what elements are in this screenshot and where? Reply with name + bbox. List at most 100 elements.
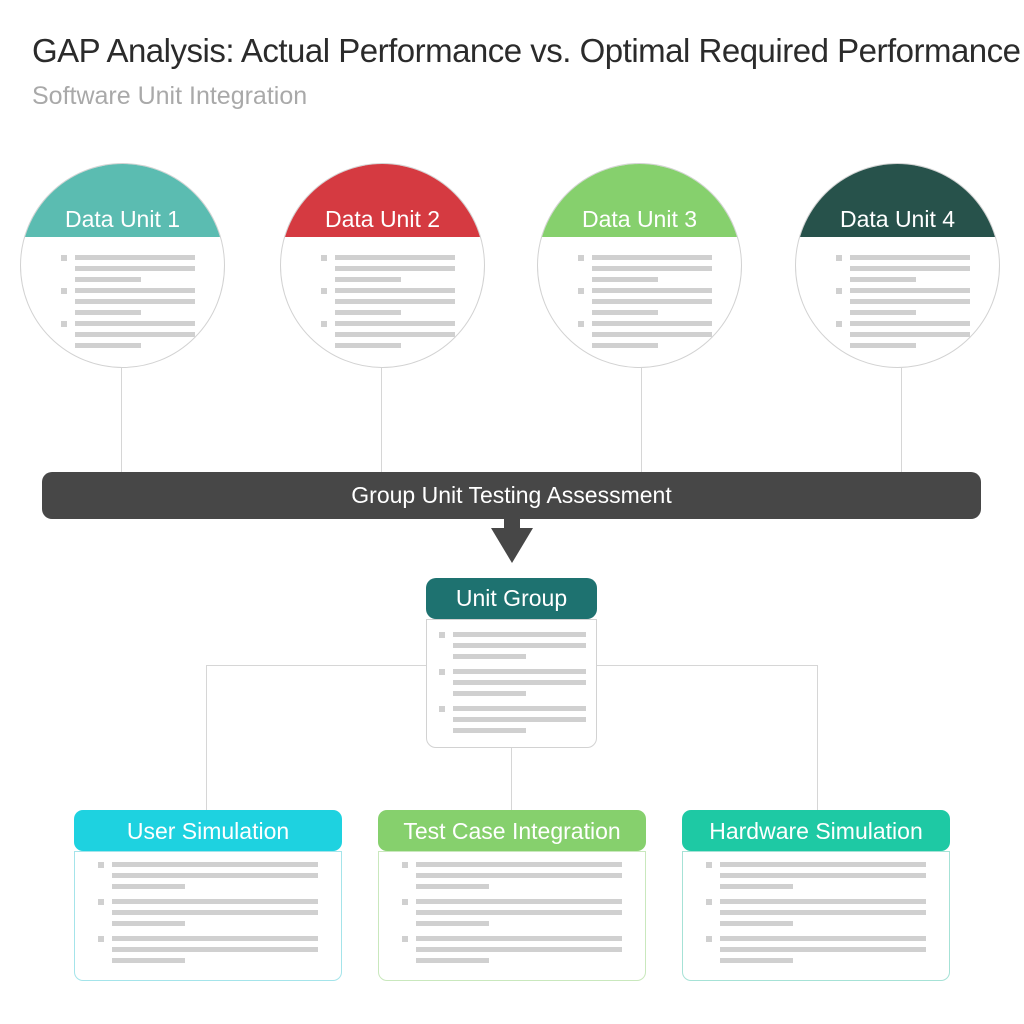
placeholder-text-line [720, 921, 793, 926]
placeholder-text-line [592, 310, 658, 315]
placeholder-text-line [112, 873, 318, 878]
placeholder-text-line [112, 910, 318, 915]
bullet-marker [836, 288, 842, 294]
placeholder-text-line [453, 680, 586, 685]
data-unit-4-label: Data Unit 4 [839, 206, 956, 232]
placeholder-text-line [720, 884, 793, 889]
user-simulation-body [74, 851, 342, 981]
bullet-marker [836, 321, 842, 327]
placeholder-text-line [416, 862, 622, 867]
placeholder-text-line [112, 921, 185, 926]
page-subtitle: Software Unit Integration [32, 82, 308, 110]
data-unit-1-header: Data Unit 1 [21, 164, 224, 237]
connector-hardware-simulation [817, 665, 818, 811]
bullet-marker [706, 936, 712, 942]
placeholder-text-line [720, 899, 926, 904]
bullet-marker [61, 255, 67, 261]
bullet-marker [402, 936, 408, 942]
placeholder-text-line [720, 936, 926, 941]
placeholder-text-line [335, 288, 455, 293]
placeholder-text-line [416, 873, 622, 878]
bullet-marker [836, 255, 842, 261]
placeholder-text-line [112, 947, 318, 952]
placeholder-text-line [720, 873, 926, 878]
placeholder-text-line [75, 255, 195, 260]
placeholder-text-line [75, 288, 195, 293]
page-title: GAP Analysis: Actual Performance vs. Opt… [32, 32, 1021, 69]
placeholder-text-line [335, 343, 401, 348]
bullet-marker [402, 899, 408, 905]
placeholder-text-line [112, 958, 185, 963]
placeholder-text-line [112, 884, 185, 889]
bullet-marker [61, 321, 67, 327]
placeholder-text-line [335, 255, 455, 260]
placeholder-text-line [453, 728, 526, 733]
placeholder-text-line [335, 321, 455, 326]
placeholder-text-line [453, 632, 586, 637]
data-unit-2-label: Data Unit 2 [324, 206, 441, 232]
connector-unit-1 [121, 368, 122, 473]
bullet-marker [321, 255, 327, 261]
bullet-marker [578, 288, 584, 294]
data-unit-1-label: Data Unit 1 [64, 206, 181, 232]
placeholder-text-line [592, 343, 658, 348]
connector-user-simulation [206, 665, 207, 811]
placeholder-text-line [850, 310, 916, 315]
bullet-marker [439, 632, 445, 638]
hardware-simulation-label: Hardware Simulation [709, 818, 923, 844]
placeholder-text-line [453, 706, 586, 711]
data-unit-3-header: Data Unit 3 [538, 164, 741, 237]
placeholder-text-line [592, 321, 712, 326]
placeholder-text-line [850, 255, 970, 260]
placeholder-text-line [335, 310, 401, 315]
data-unit-2: Data Unit 2 [280, 163, 485, 368]
data-unit-4-header: Data Unit 4 [796, 164, 999, 237]
placeholder-text-line [453, 717, 586, 722]
placeholder-text-line [592, 266, 712, 271]
placeholder-text-line [335, 266, 455, 271]
placeholder-text-line [416, 921, 489, 926]
data-unit-3: Data Unit 3 [537, 163, 742, 368]
placeholder-text-line [416, 958, 489, 963]
placeholder-text-line [416, 947, 622, 952]
hardware-simulation-header: Hardware Simulation [682, 810, 950, 851]
test-case-integration-label: Test Case Integration [403, 818, 621, 844]
bullet-marker [321, 321, 327, 327]
placeholder-text-line [720, 862, 926, 867]
placeholder-text-line [720, 958, 793, 963]
test-case-integration-header: Test Case Integration [378, 810, 646, 851]
placeholder-text-line [416, 899, 622, 904]
data-unit-2-header: Data Unit 2 [281, 164, 484, 237]
bullet-marker [578, 255, 584, 261]
placeholder-text-line [112, 862, 318, 867]
bullet-marker [439, 706, 445, 712]
placeholder-text-line [850, 343, 916, 348]
placeholder-text-line [850, 266, 970, 271]
placeholder-text-line [850, 277, 916, 282]
connector-unit-2 [381, 368, 382, 473]
data-unit-4: Data Unit 4 [795, 163, 1000, 368]
unit-group-body [426, 619, 597, 748]
unit-group-label: Unit Group [455, 585, 568, 611]
bullet-marker [98, 862, 104, 868]
placeholder-text-line [592, 288, 712, 293]
user-simulation-header: User Simulation [74, 810, 342, 851]
placeholder-text-line [75, 277, 141, 282]
bullet-marker [98, 936, 104, 942]
test-case-integration-body [378, 851, 646, 981]
placeholder-text-line [75, 266, 195, 271]
bullet-marker [61, 288, 67, 294]
placeholder-text-line [592, 299, 712, 304]
placeholder-text-line [416, 936, 622, 941]
placeholder-text-line [335, 299, 455, 304]
bullet-marker [402, 862, 408, 868]
data-unit-3-label: Data Unit 3 [581, 206, 698, 232]
placeholder-text-line [592, 277, 658, 282]
placeholder-text-line [453, 691, 526, 696]
bullet-marker [706, 899, 712, 905]
placeholder-text-line [112, 936, 318, 941]
placeholder-text-line [592, 255, 712, 260]
placeholder-text-line [720, 910, 926, 915]
bullet-marker [439, 669, 445, 675]
bullet-marker [706, 862, 712, 868]
